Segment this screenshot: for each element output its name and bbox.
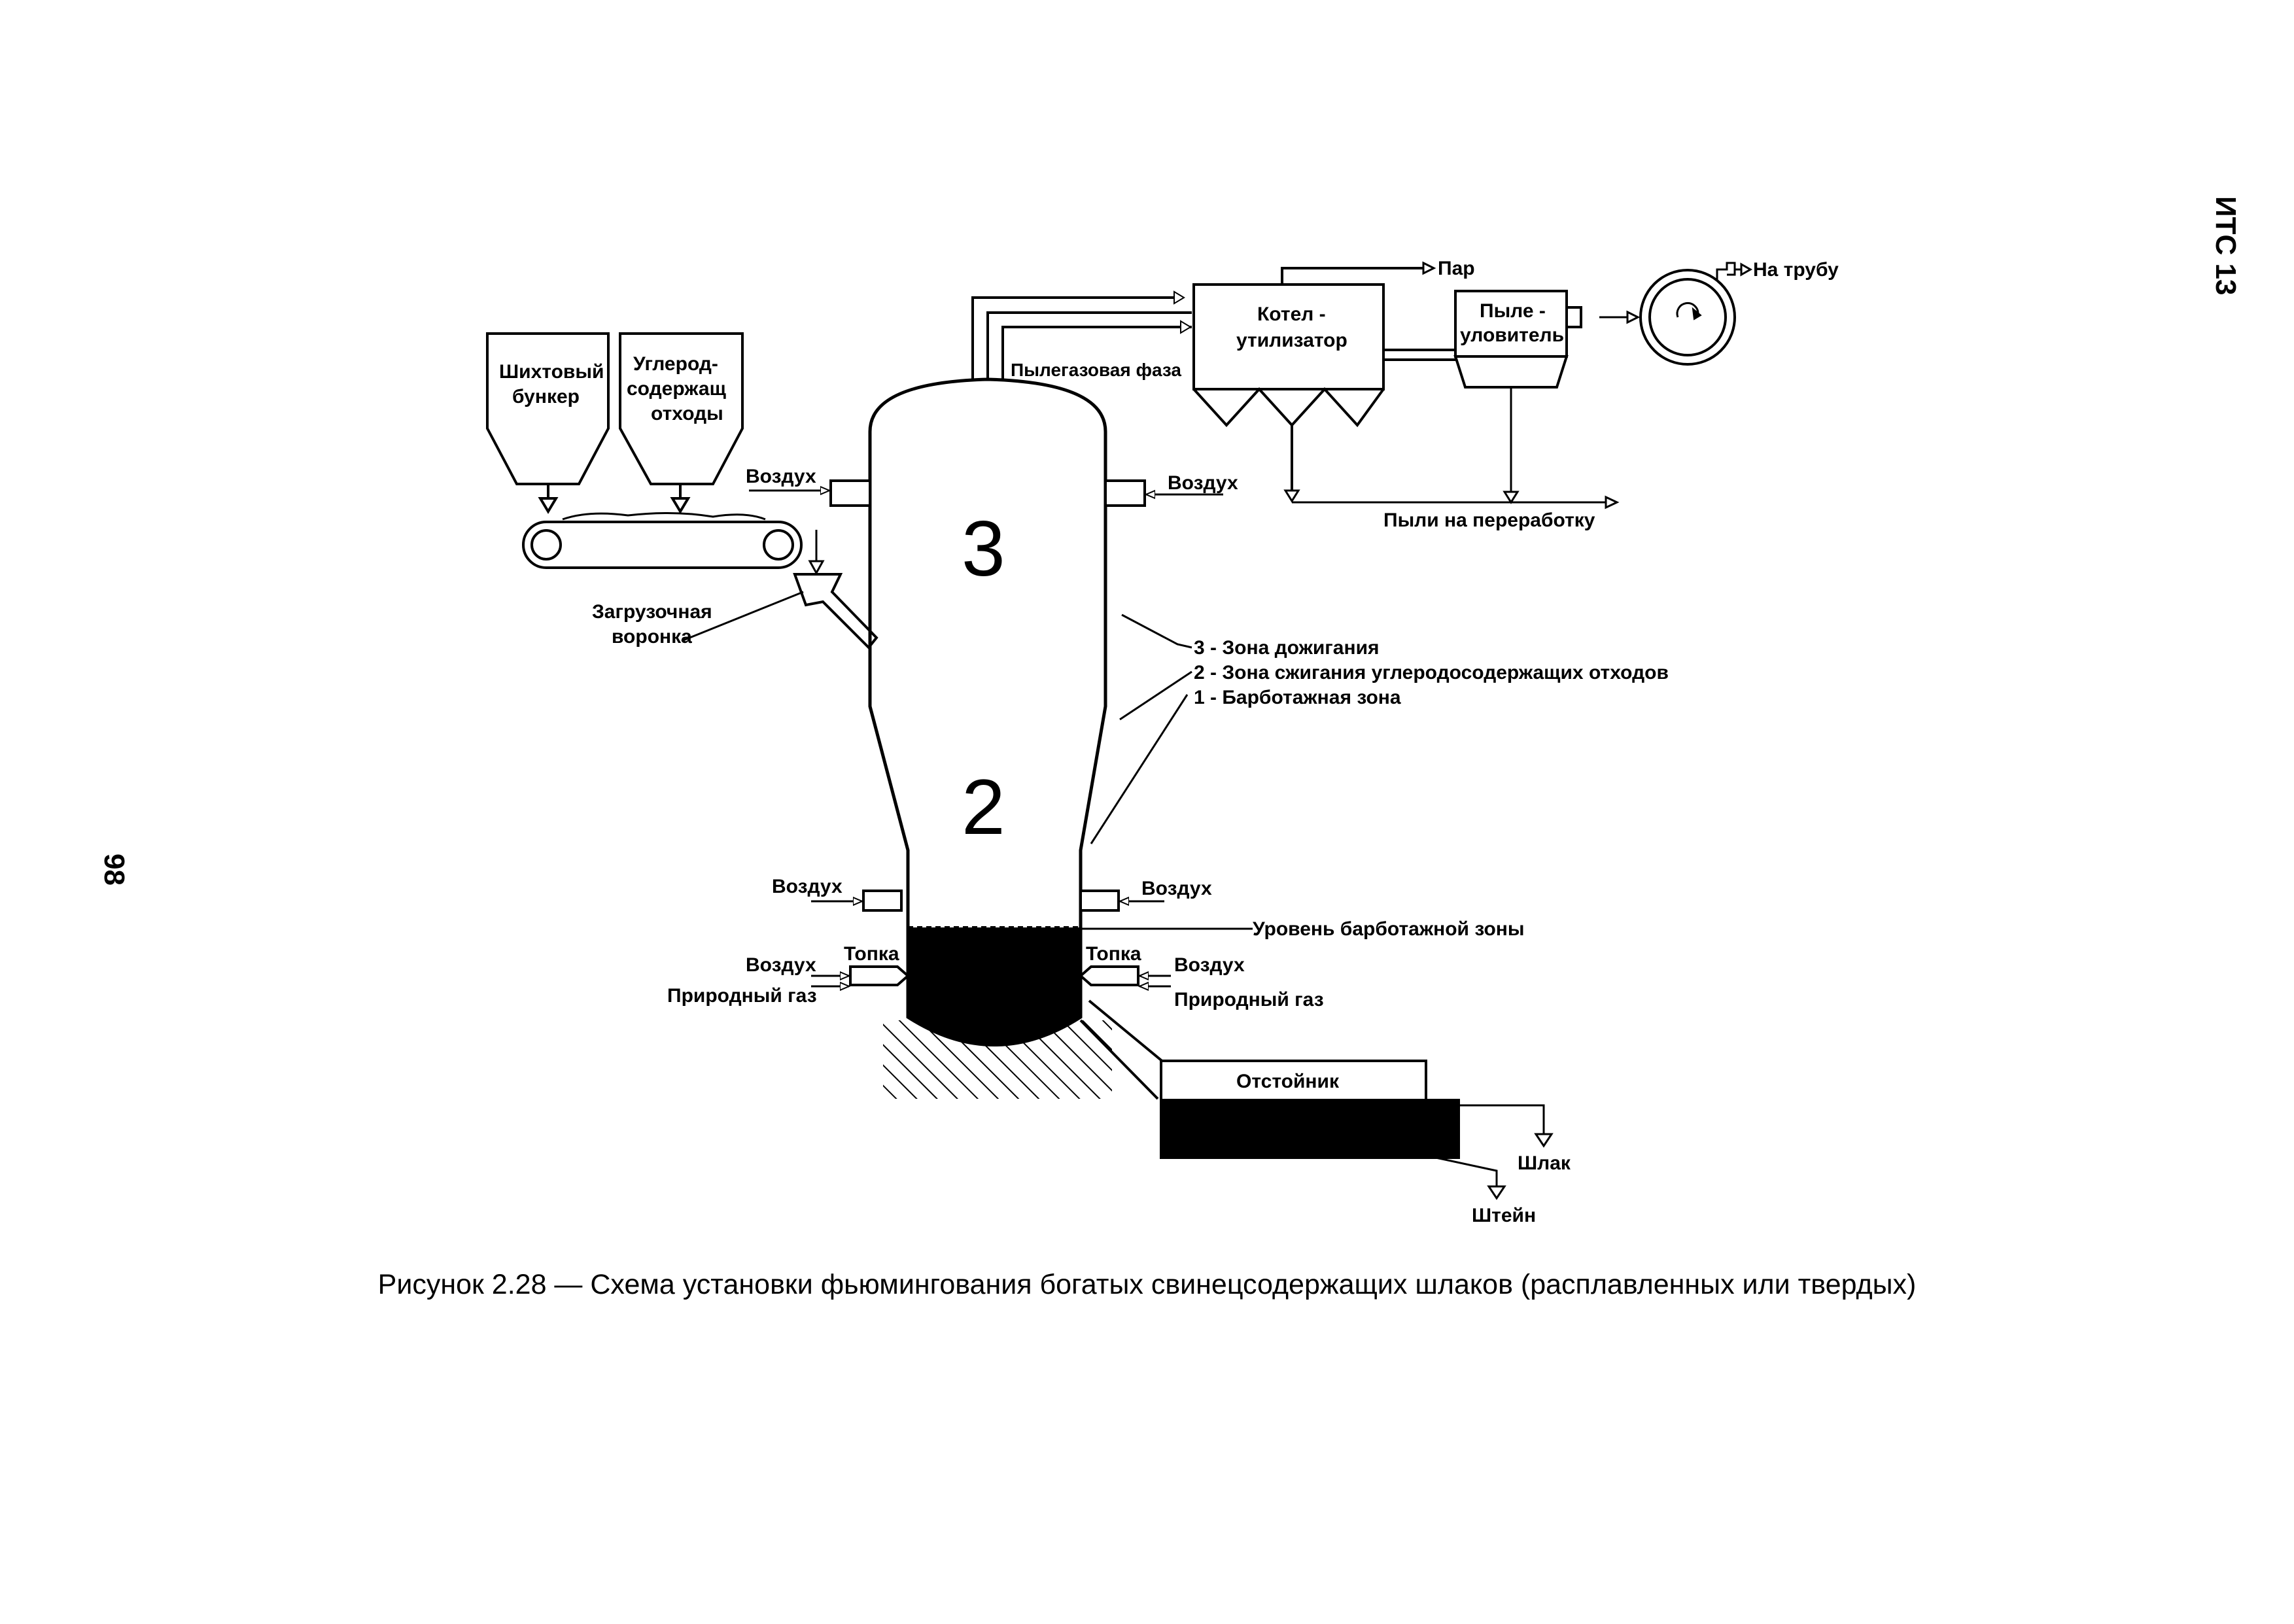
air-label-lower-right: Воздух <box>1141 878 1212 899</box>
dust-processing-line <box>1292 387 1620 510</box>
legend-zone-2: 2 - Зона сжигания углеродосодержащих отх… <box>1194 662 1669 683</box>
zone-2-number: 2 <box>962 763 1005 851</box>
funnel-leader <box>681 591 804 642</box>
firebox-label-left: Топка <box>844 943 899 965</box>
waste-heat-boiler <box>1192 261 1436 503</box>
natural-gas-label-right: Природный газ <box>1174 989 1324 1011</box>
exhaust-fan <box>1599 262 1753 366</box>
firebox-label-right: Топка <box>1086 943 1141 965</box>
natural-gas-label-left: Природный газ <box>667 985 817 1007</box>
loading-funnel-label-2: воронка <box>612 626 692 648</box>
belt-conveyor <box>522 511 803 569</box>
lower-air-nozzles <box>811 890 1164 912</box>
air-label-burner-left: Воздух <box>746 954 816 976</box>
burners <box>811 965 1171 986</box>
boiler-to-collector-pipes <box>1383 349 1455 361</box>
legend-zone-3: 3 - Зона дожигания <box>1194 637 1380 659</box>
carbon-hopper-label-1: Углерод- <box>633 353 718 375</box>
settler-label: Отстойник <box>1236 1071 1340 1092</box>
carbon-hopper-label-2: содержащ <box>627 378 727 400</box>
charge-hopper <box>486 332 610 514</box>
dust-collector-label-2: уловитель <box>1460 324 1564 346</box>
air-label-lower-left: Воздух <box>772 876 843 897</box>
matte-label: Штейн <box>1472 1205 1536 1226</box>
air-label-burner-right: Воздух <box>1174 954 1245 976</box>
zone-3-number: 3 <box>962 505 1005 593</box>
air-label-upper-left: Воздух <box>746 466 816 487</box>
funnel-feed-arrow <box>808 530 825 576</box>
dust-gas-phase-label: Пылегазовая фаза <box>1011 360 1181 380</box>
loading-funnel <box>793 573 878 649</box>
fuming-furnace <box>868 377 1166 1100</box>
page-number: 98 <box>98 854 130 886</box>
bubbling-level-label: Уровень барботажной зоны <box>1253 918 1525 940</box>
figure-caption: Рисунок 2.28 — Схема установки фьюмингов… <box>377 1269 1917 1300</box>
carbon-hopper-label-3: отходы <box>651 403 723 424</box>
charge-hopper-label-2: бункер <box>512 386 580 407</box>
dust-collector-label-1: Пыле - <box>1480 300 1546 322</box>
dust-processing-label: Пыли на переработку <box>1383 510 1595 531</box>
to-stack-label: На трубу <box>1753 259 1839 281</box>
charge-hopper-label-1: Шихтовый <box>499 361 604 383</box>
boiler-label-2: утилизатор <box>1236 330 1347 351</box>
boiler-label-1: Котел - <box>1257 303 1326 325</box>
settler <box>1160 1060 1554 1200</box>
dust-collector <box>1453 290 1582 389</box>
doc-code: ИТС 13 <box>2210 196 2242 295</box>
zone-legend-leaders <box>1090 613 1192 844</box>
legend-zone-1: 1 - Барботажная зона <box>1194 687 1401 708</box>
slag-label: Шлак <box>1518 1152 1571 1174</box>
loading-funnel-label-1: Загрузочная <box>592 601 712 623</box>
upper-air-nozzles <box>749 479 1223 507</box>
steam-label: Пар <box>1438 258 1475 279</box>
carbon-waste-hopper <box>619 332 744 514</box>
air-label-upper-right: Воздух <box>1168 472 1238 494</box>
gas-duct <box>971 290 1192 381</box>
